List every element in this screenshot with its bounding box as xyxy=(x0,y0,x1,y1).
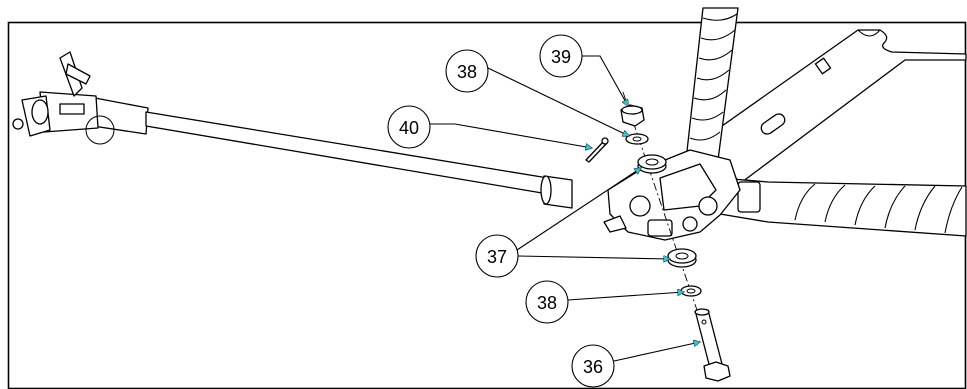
callout-38-upper: 38 xyxy=(445,49,629,136)
callout-bubble xyxy=(571,344,615,388)
callout-bubble xyxy=(525,280,569,324)
callout-number: 40 xyxy=(399,118,419,138)
leader-line-upper xyxy=(516,168,641,251)
leader-line xyxy=(613,342,700,362)
part-washer-upper xyxy=(625,133,649,145)
right-grip-tube xyxy=(719,177,967,237)
callout-38-lower: 38 xyxy=(525,280,684,324)
leader-line xyxy=(487,67,629,136)
leader-line-lower xyxy=(517,256,670,259)
callout-number: 37 xyxy=(487,247,507,267)
vertical-tube-wrapped xyxy=(685,7,739,161)
leader-line xyxy=(567,292,684,301)
callout-bubble xyxy=(475,234,519,278)
leader-line xyxy=(430,123,592,148)
long-rod xyxy=(92,97,573,209)
callout-number: 38 xyxy=(537,293,557,313)
central-hub xyxy=(603,149,741,241)
part-bushing-upper xyxy=(637,154,667,174)
callout-bubble xyxy=(387,105,431,149)
callout-36: 36 xyxy=(571,342,700,388)
part-bolt xyxy=(694,308,731,382)
callout-number: 38 xyxy=(457,62,477,82)
part-pin xyxy=(585,137,609,163)
part-bushing-lower xyxy=(667,248,697,268)
part-nut xyxy=(620,104,645,127)
callout-bubble xyxy=(445,49,489,93)
gripper-head xyxy=(12,51,115,145)
callout-37: 37 xyxy=(475,168,670,278)
upper-diagonal-tube xyxy=(687,29,967,183)
leader-line xyxy=(582,55,628,106)
callout-39: 39 xyxy=(539,34,628,106)
part-washer-lower xyxy=(680,285,702,297)
callout-number: 36 xyxy=(583,357,603,377)
callout-bubble xyxy=(539,34,583,78)
callout-40: 40 xyxy=(387,105,592,149)
callout-number: 39 xyxy=(551,47,571,67)
